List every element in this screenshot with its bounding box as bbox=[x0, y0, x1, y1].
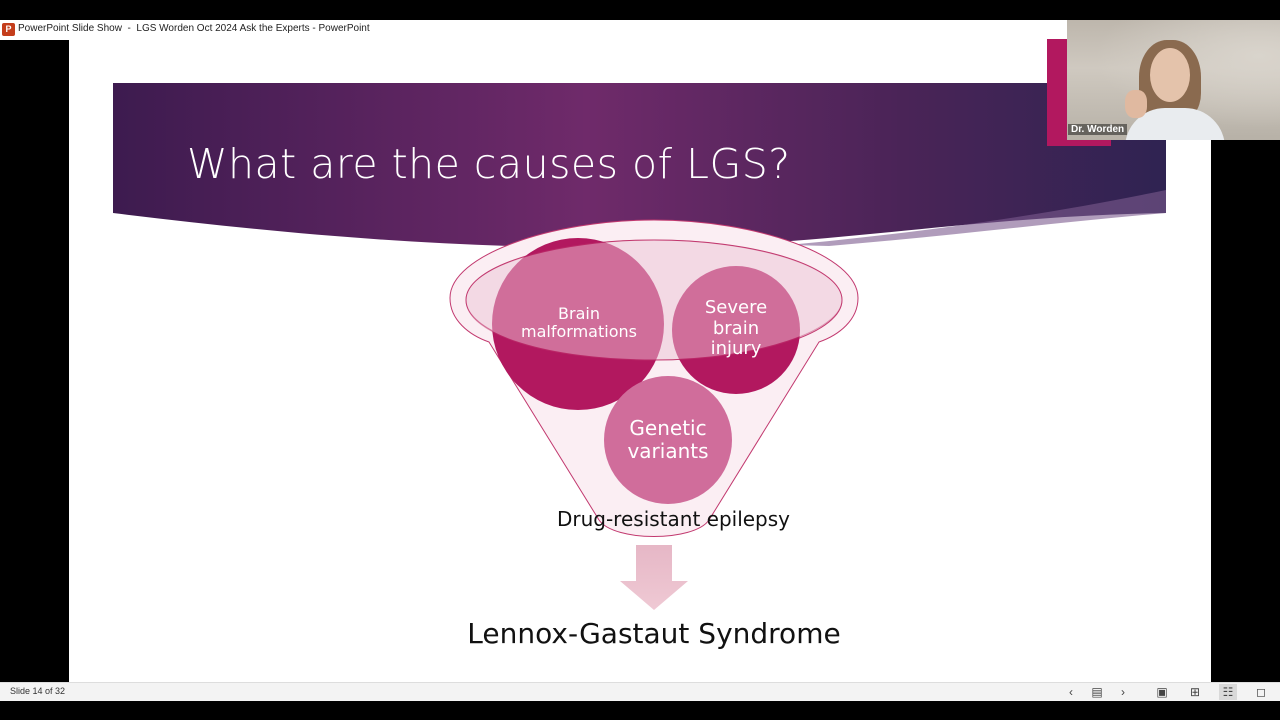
severe-brain-injury-label: Severe brain injury bbox=[704, 297, 768, 360]
drug-resistant-epilepsy-label: Drug-resistant epilepsy bbox=[556, 507, 791, 531]
slide-canvas[interactable]: What are the causes of LGS? Brain malfor… bbox=[69, 40, 1211, 682]
chevron-left-icon[interactable]: ‹ bbox=[1069, 685, 1073, 699]
slide-title: What are the causes of LGS? bbox=[187, 140, 791, 188]
genetic-circle bbox=[604, 376, 732, 504]
slideshow-icon[interactable]: ◻ bbox=[1256, 685, 1266, 699]
slide-graphics bbox=[113, 83, 1166, 610]
banner-swoosh bbox=[789, 190, 1166, 246]
title-banner bbox=[113, 83, 1166, 248]
window-title: PowerPoint Slide Show - LGS Worden Oct 2… bbox=[18, 23, 370, 34]
participant-hand bbox=[1125, 90, 1147, 118]
chevron-right-icon[interactable]: › bbox=[1121, 685, 1125, 699]
slide-counter: Slide 14 of 32 bbox=[10, 686, 66, 696]
participant-name: Dr. Worden bbox=[1068, 124, 1128, 135]
reading-view-icon[interactable]: ☷ bbox=[1219, 684, 1237, 700]
rim-overlay bbox=[465, 239, 843, 361]
normal-view-icon[interactable]: ▣ bbox=[1156, 685, 1168, 699]
brain-circle bbox=[492, 238, 664, 410]
powerpoint-icon: P bbox=[2, 23, 15, 36]
genetic-variants-label: Genetic variants bbox=[627, 416, 709, 463]
brain-malformations-label: Brain malformations bbox=[521, 304, 637, 342]
title-bar: P PowerPoint Slide Show - LGS Worden Oct… bbox=[0, 20, 1280, 40]
participant-face bbox=[1150, 48, 1190, 102]
notes-icon[interactable]: ▤ bbox=[1091, 685, 1103, 699]
slide-sorter-icon[interactable]: ⊞ bbox=[1189, 685, 1201, 699]
severe-circle bbox=[672, 266, 800, 394]
lgs-result-label: Lennox-Gastaut Syndrome bbox=[467, 617, 841, 650]
down-arrow bbox=[620, 545, 688, 610]
status-bar: Slide 14 of 32 ‹ ▤ › ▣ ⊞ ☷ ◻ bbox=[0, 682, 1280, 701]
video-thumbnail[interactable]: Dr. Worden bbox=[1067, 20, 1280, 140]
